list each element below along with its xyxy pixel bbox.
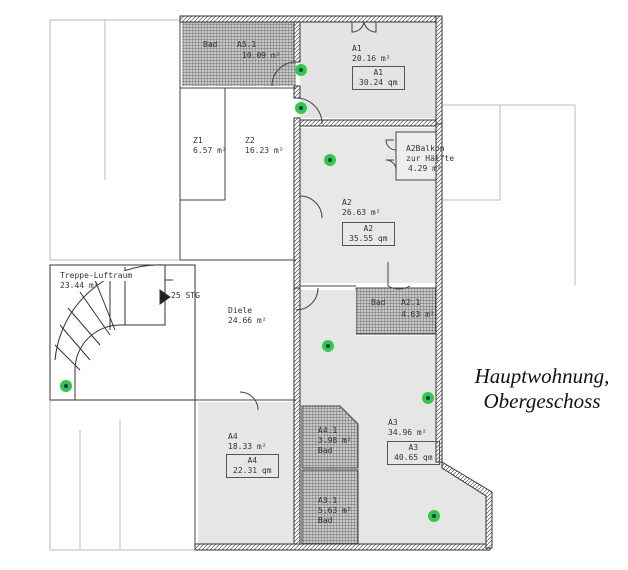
room-z1-area: 6.57 m²	[193, 146, 227, 155]
room-a5-1-area: 10.09 m²	[242, 51, 281, 60]
room-a2-box-area: 35.55 qm	[349, 234, 388, 243]
room-balkon	[395, 131, 441, 181]
room-a1-box-name: A1	[373, 68, 384, 77]
room-a3-1-type: Bad	[318, 516, 333, 525]
room-a2-box-name: A2	[363, 224, 374, 233]
room-a3-name: A3	[388, 418, 398, 427]
room-a5-1	[182, 22, 296, 86]
room-a2-name: A2	[342, 198, 352, 207]
caption-line1: Hauptwohnung,	[474, 364, 610, 388]
room-a4-1-name: A4.1	[318, 426, 338, 435]
camera-marker-icon[interactable]	[295, 102, 307, 114]
room-a4-box-name: A4	[247, 456, 258, 465]
room-diele-name: Diele	[228, 306, 253, 315]
stair-area: 23.44 m²	[60, 281, 99, 290]
doors	[239, 21, 411, 411]
room-a3-1-name: A3.1	[318, 496, 338, 505]
room-a4	[198, 402, 296, 544]
room-a4-1-area: 3.98 m²	[318, 436, 352, 445]
stair-name: Treppe-Luftraum	[60, 271, 133, 281]
room-a2-1-name: A2.1	[401, 298, 421, 307]
camera-marker-icon[interactable]	[422, 392, 434, 404]
room-a4-area: 18.33 m²	[228, 442, 267, 451]
camera-marker-icon[interactable]	[428, 510, 440, 522]
room-a4-box-area: 22.31 qm	[233, 466, 272, 475]
room-a2-1-type: Bad	[371, 298, 386, 307]
room-a1	[300, 22, 436, 118]
room-a4-1	[301, 405, 359, 469]
room-a1-area: 20.16 m²	[352, 54, 391, 63]
staircase	[49, 264, 196, 401]
room-a2-1	[355, 287, 439, 335]
room-a4-1-type: Bad	[318, 446, 333, 455]
room-a3-1	[301, 469, 359, 545]
room-z2-area: 16.23 m²	[245, 146, 284, 155]
room-a5-1-type: Bad	[203, 40, 218, 49]
walls	[179, 15, 493, 551]
room-a2-area: 26.63 m²	[342, 208, 381, 217]
stair-steps: 25 STG	[171, 291, 200, 300]
camera-marker-icon[interactable]	[60, 380, 72, 392]
camera-marker-icon[interactable]	[324, 154, 336, 166]
room-a1-box-area: 30.24 qm	[359, 78, 398, 87]
room-a5-1-name: A5.1	[237, 40, 257, 49]
balkon-area: 4.29 m²	[408, 164, 442, 173]
room-a3-1-area: 5.63 m²	[318, 506, 352, 515]
balkon-line1: A2Balkon	[406, 144, 445, 153]
room-z2-name: Z2	[245, 136, 255, 145]
room-diele-area: 24.66 m²	[228, 316, 267, 325]
room-z1-name: Z1	[193, 136, 203, 145]
caption-line2: Obergeschoss	[483, 389, 601, 413]
camera-marker-icon[interactable]	[295, 64, 307, 76]
balkon-line2: zur Hälfte	[406, 154, 455, 163]
room-a4-name: A4	[228, 432, 238, 441]
room-a3-box-area: 40.65 qm	[394, 453, 433, 462]
plan-caption: Hauptwohnung, Obergeschoss	[462, 364, 622, 414]
room-a1-name: A1	[352, 44, 362, 53]
room-a3-area: 34.96 m²	[388, 428, 427, 437]
room-a2-1-area: 4.63 m²	[401, 310, 435, 319]
room-a3-box-name: A3	[408, 443, 419, 452]
interior-lines	[179, 22, 356, 545]
camera-marker-icon[interactable]	[322, 340, 334, 352]
